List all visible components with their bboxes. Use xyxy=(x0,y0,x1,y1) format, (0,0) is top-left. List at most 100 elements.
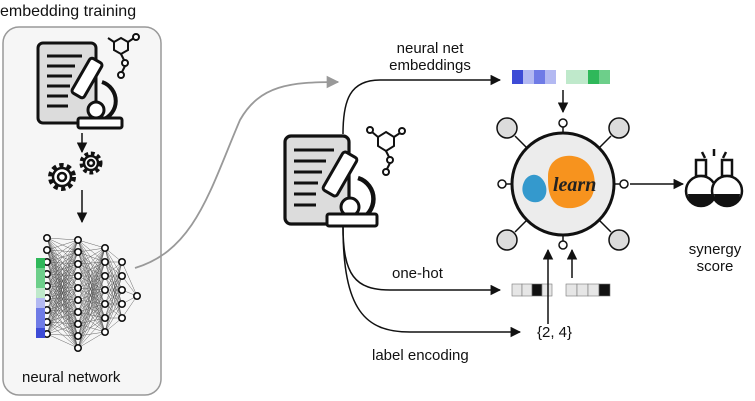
one-hot-vectors xyxy=(511,283,611,297)
nn-edge xyxy=(77,261,106,301)
nn-edge xyxy=(121,295,138,319)
nn-edge xyxy=(46,311,79,335)
nn-edge xyxy=(77,287,106,305)
nn-edge xyxy=(46,239,79,323)
nn-edge xyxy=(46,239,79,311)
nn-edge xyxy=(77,239,106,249)
nn-edge xyxy=(77,303,106,349)
nn-edge xyxy=(77,275,106,337)
nn-edge xyxy=(77,289,106,349)
embedding-cell xyxy=(36,278,45,288)
nn-edge xyxy=(77,287,106,333)
nn-edge xyxy=(77,289,106,313)
nn-edge xyxy=(77,261,106,289)
nn-node xyxy=(74,259,83,268)
nn-edge xyxy=(121,275,138,297)
neural-network-graph xyxy=(42,234,142,352)
label-encoding-label: label encoding xyxy=(372,347,469,364)
label-encoding-arrow xyxy=(342,225,522,338)
nn-edge xyxy=(77,287,106,319)
nn-edge xyxy=(46,333,79,349)
nn-node xyxy=(118,271,127,280)
nn-edge xyxy=(104,261,123,305)
nn-edge xyxy=(46,251,79,335)
nn-edge xyxy=(77,261,106,313)
nn-node xyxy=(74,236,83,245)
one-hot-label: one-hot xyxy=(392,265,443,282)
nn-embeddings-line2: embeddings xyxy=(389,57,471,74)
nn-edge xyxy=(77,275,106,301)
nn-node xyxy=(101,327,110,336)
nn-node xyxy=(101,271,110,280)
nn-edge xyxy=(77,289,106,337)
nn-node xyxy=(118,313,127,322)
nn-edge xyxy=(46,237,79,241)
nn-edge xyxy=(46,263,79,335)
flasks-icon xyxy=(684,149,744,208)
synergy-score-line1: synergy xyxy=(688,241,742,258)
nn-edge xyxy=(104,261,123,291)
nn-edge xyxy=(77,275,106,313)
nn-edge xyxy=(46,323,79,335)
nn-edge xyxy=(46,239,79,335)
synergy-score-label: synergy score xyxy=(680,241,750,275)
nn-embeddings-label: neural net embeddings xyxy=(380,40,480,74)
nn-edge xyxy=(77,289,106,325)
nn-node xyxy=(133,291,142,300)
nn-edge xyxy=(77,331,106,349)
one-hot-cell xyxy=(541,283,553,297)
nn-edge xyxy=(77,239,106,305)
nn-edge xyxy=(77,289,106,301)
neural-network-label: neural network xyxy=(22,369,121,386)
nn-edge xyxy=(77,275,106,349)
nn-edge xyxy=(77,311,106,319)
panel-title: embedding training xyxy=(0,3,137,20)
embedding-cell xyxy=(588,70,599,84)
nn-node xyxy=(74,307,83,316)
one-hot-cell xyxy=(565,283,578,297)
nn-edge xyxy=(46,239,79,287)
document-microscope-icon xyxy=(36,41,124,130)
nn-edge xyxy=(77,275,106,325)
nn-node xyxy=(74,343,83,352)
one-hot-cell xyxy=(521,283,533,297)
nn-edge xyxy=(77,299,106,319)
nn-node xyxy=(74,319,83,328)
gears-icon xyxy=(48,151,103,191)
embedding-cell xyxy=(36,318,45,328)
nn-edge xyxy=(77,247,106,253)
embedding-cell xyxy=(36,328,45,338)
nn-edge xyxy=(77,275,106,289)
one-hot-cell xyxy=(511,283,523,297)
nn-edge xyxy=(46,239,79,275)
nn-edge xyxy=(104,261,123,319)
nn-node xyxy=(101,313,110,322)
nn-edge xyxy=(77,247,106,313)
nn-embeddings-line1: neural net xyxy=(396,40,464,57)
nn-node xyxy=(74,271,83,280)
embedding-cell xyxy=(577,70,588,84)
nn-edge xyxy=(77,317,106,349)
nn-edge xyxy=(46,333,79,337)
nn-edge xyxy=(77,261,106,349)
embedding-cell xyxy=(36,288,45,298)
embedding-cell xyxy=(545,70,556,84)
nn-edge xyxy=(104,289,123,333)
nn-edge xyxy=(104,303,123,333)
nn-node xyxy=(118,285,127,294)
nn-node xyxy=(101,299,110,308)
nn-node xyxy=(118,257,127,266)
svg-text:learn: learn xyxy=(553,174,596,196)
molecule-icon xyxy=(107,33,140,79)
molecule-icon xyxy=(366,126,406,176)
nn-edge xyxy=(77,331,106,337)
nn-edge xyxy=(77,247,106,301)
document-microscope-icon xyxy=(283,134,379,228)
one-hot-cell xyxy=(576,283,589,297)
nn-edge xyxy=(77,261,106,337)
embedding-cell xyxy=(36,258,45,268)
nn-node xyxy=(74,283,83,292)
one-hot-cell xyxy=(587,283,600,297)
nn-edge xyxy=(77,323,106,333)
